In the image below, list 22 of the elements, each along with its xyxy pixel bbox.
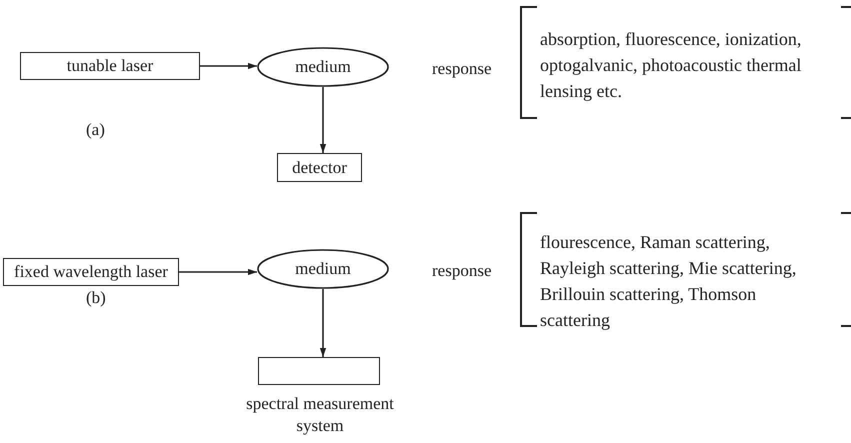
arrow [200,62,257,70]
text-label: (a) [86,119,105,141]
empty-box [258,357,380,385]
arrow [320,87,326,153]
text-label: response [432,58,492,80]
node-label: fixed wavelength laser [14,262,168,282]
text-label: (b) [86,287,106,309]
response-list: flourescence, Raman scattering, Rayleigh scattering, Mie scattering, Brillouin scattering, Thomson scattering [540,229,822,333]
node-label: medium [295,259,351,279]
node-label: medium [295,57,351,77]
medium-ellipse [257,249,389,289]
text-label: response [432,260,492,282]
node-caption: spectral measurement system [245,393,395,438]
response-list: absorption, fluorescence, ionization, optogalvanic, photoacoustic thermal lensing etc. [540,26,822,104]
node-label: detector [292,158,347,178]
process-box [277,153,362,182]
node-label: tunable laser [66,56,154,76]
arrow [320,289,326,357]
process-box [3,258,179,286]
process-box [20,52,200,80]
arrow [179,268,257,276]
medium-ellipse [257,47,389,87]
